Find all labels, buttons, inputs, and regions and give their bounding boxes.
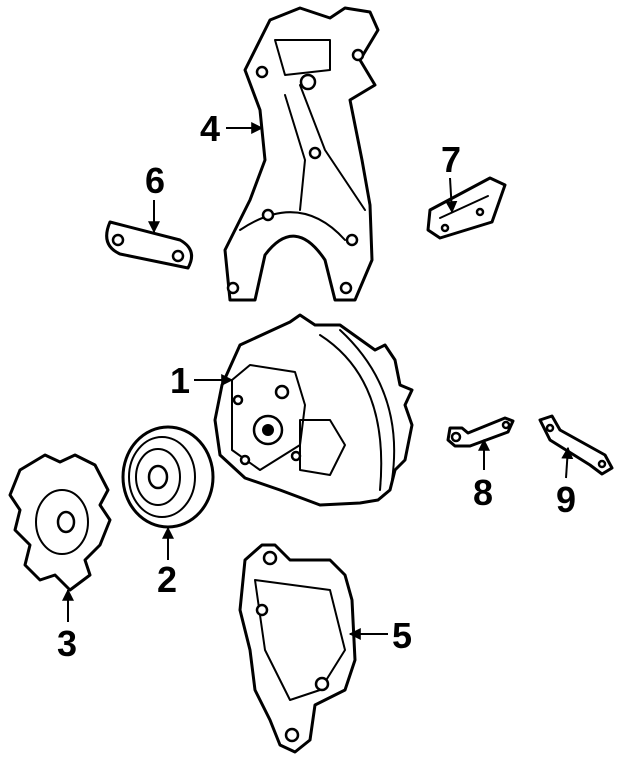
callout-7: 7 [441, 139, 461, 180]
callout-5: 5 [392, 615, 412, 656]
alternator-fan[interactable] [8, 453, 112, 592]
lower-mounting-bracket[interactable] [238, 543, 357, 754]
callout-8: 8 [473, 472, 493, 513]
upper-mounting-bracket[interactable] [223, 6, 380, 302]
leader-9 [561, 446, 574, 479]
callout-1: 1 [170, 360, 190, 401]
small-angle-bracket[interactable] [426, 176, 507, 240]
callout-9: 9 [556, 479, 576, 520]
adjusting-rod[interactable] [446, 416, 515, 448]
callout-6: 6 [145, 160, 165, 201]
support-brace[interactable] [538, 414, 614, 476]
callout-3: 3 [57, 623, 77, 664]
alternator-pulley[interactable] [121, 425, 215, 529]
callout-4: 4 [200, 108, 220, 149]
leader-7 [445, 177, 458, 214]
alternator[interactable] [213, 313, 414, 507]
callout-2: 2 [157, 559, 177, 600]
bracket-strap[interactable] [105, 220, 194, 270]
